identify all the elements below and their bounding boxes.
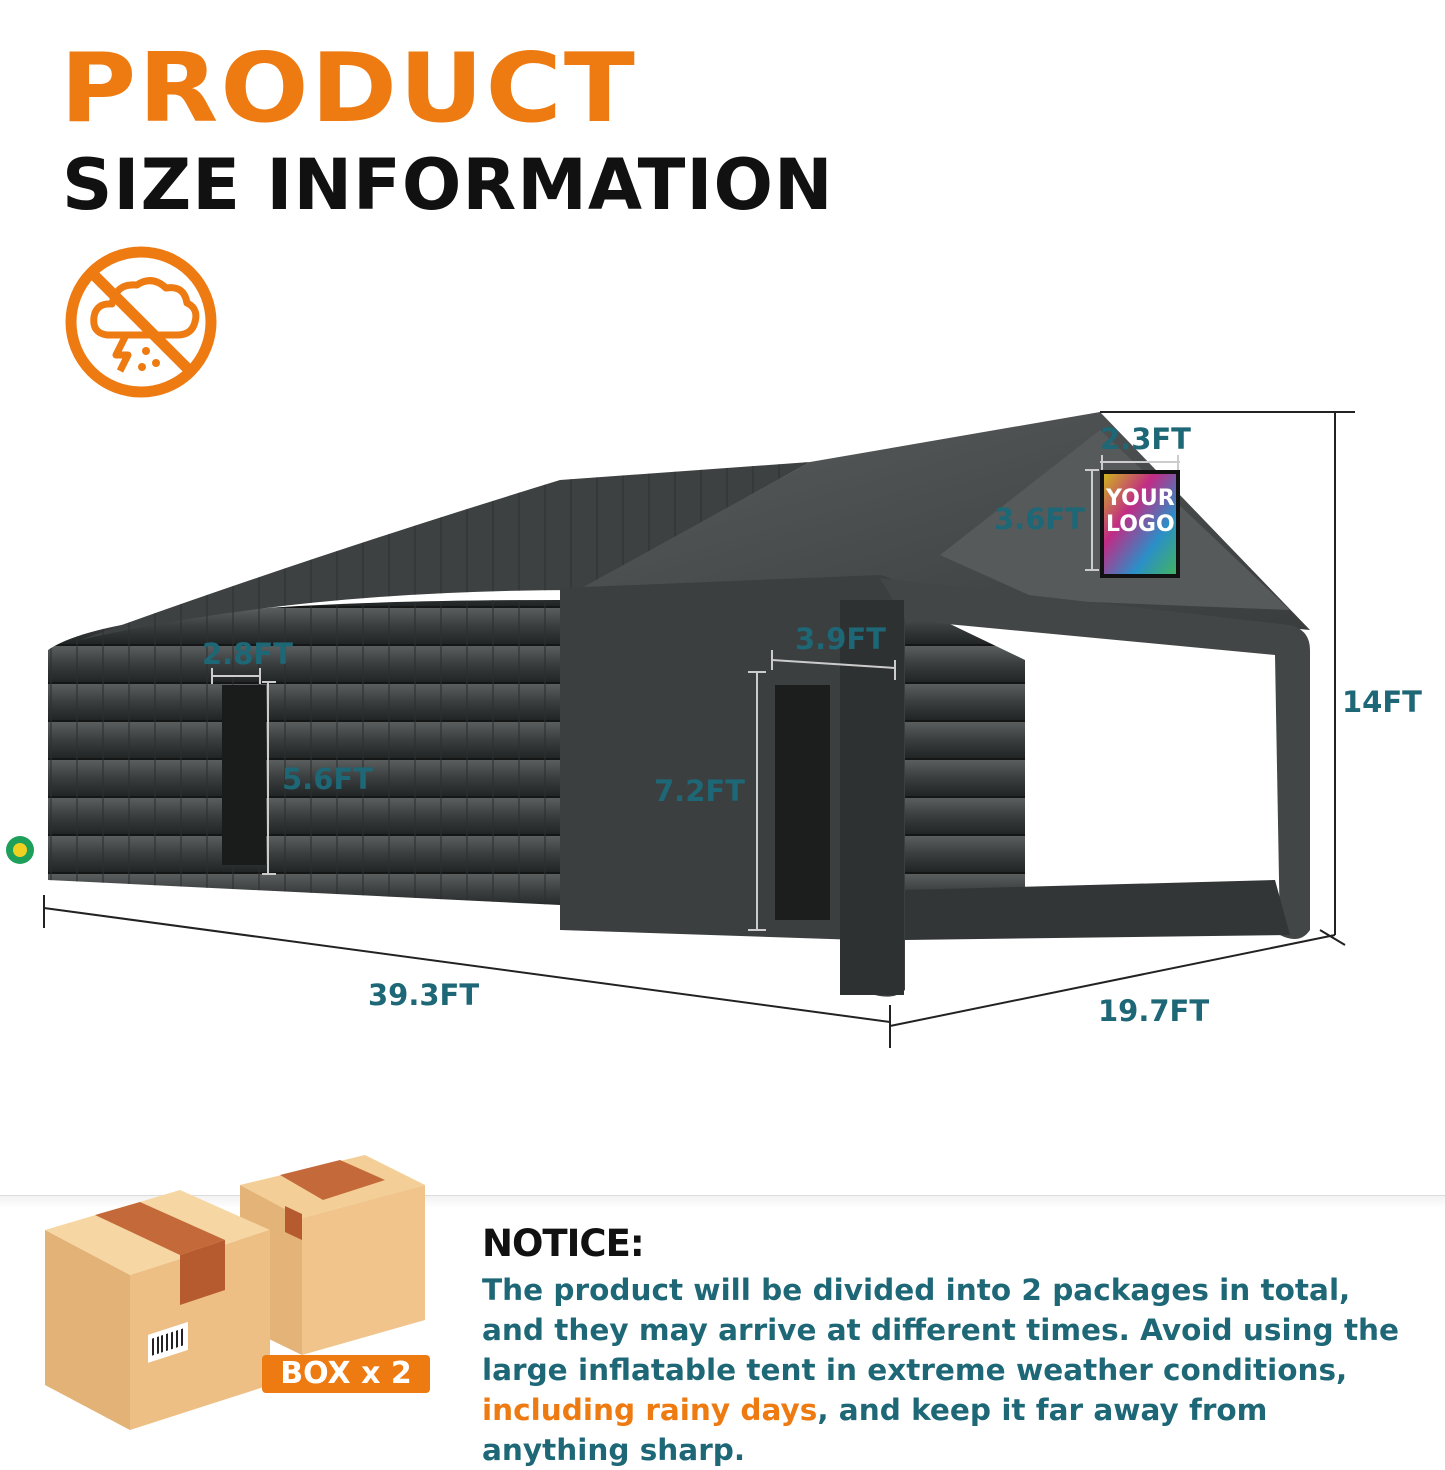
dim-label-door-height: 5.6FT — [282, 762, 373, 796]
notice-text: The product will be divided into 2 packa… — [482, 1270, 1412, 1470]
dim-label-entrance-height: 7.2FT — [654, 774, 745, 808]
notice-text-part1: The product will be divided into 2 packa… — [482, 1273, 1400, 1387]
dimension-lines — [43, 411, 1355, 1048]
dim-label-length: 39.3FT — [368, 978, 480, 1012]
inflatable-tent-illustration — [6, 412, 1310, 997]
shipping-boxes-icon — [45, 1155, 425, 1430]
notice-title: NOTICE: — [482, 1222, 645, 1265]
dim-label-logo-height: 3.6FT — [994, 502, 1085, 536]
dim-label-total-height: 14FT — [1342, 685, 1422, 719]
notice-text-highlight: including rainy days — [482, 1393, 818, 1427]
box-count-badge: BOX x 2 — [262, 1355, 430, 1393]
dim-label-logo-width: 2.3FT — [1100, 422, 1191, 456]
logo-sign-line1: YOUR — [1106, 486, 1175, 511]
logo-sign: YOUR LOGO — [1106, 486, 1175, 538]
title-size-information: SIZE INFORMATION — [62, 144, 834, 226]
title-product: PRODUCT — [60, 31, 637, 144]
dim-label-depth: 19.7FT — [1098, 994, 1210, 1028]
dim-label-door-width: 2.8FT — [202, 637, 293, 671]
dim-label-entrance-width: 3.9FT — [795, 622, 886, 656]
no-rain-storm-icon — [65, 246, 217, 398]
logo-sign-line2: LOGO — [1106, 512, 1175, 537]
